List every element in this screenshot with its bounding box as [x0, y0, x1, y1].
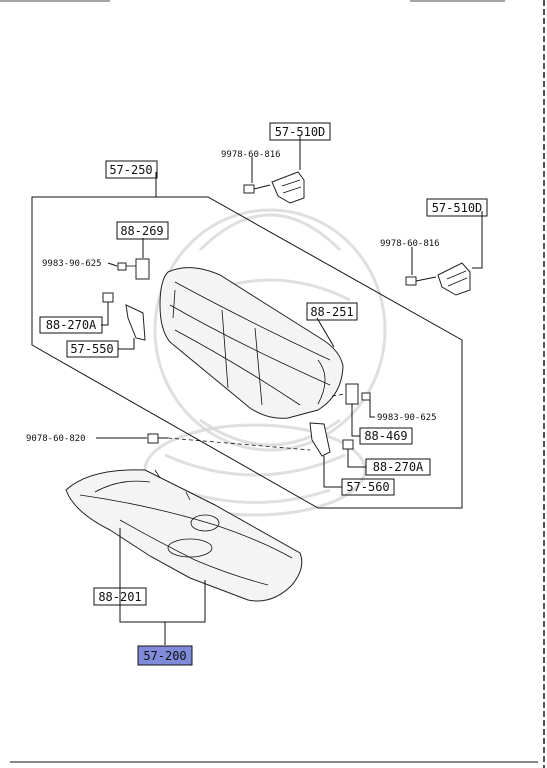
label-57-510D-right: 57-510D [426, 198, 488, 217]
label-88-270A-left: 88-270A [39, 316, 103, 334]
hinge-bracket-top [271, 171, 305, 204]
svg-text:88-201: 88-201 [98, 590, 141, 604]
label-88-269: 88-269 [116, 221, 169, 240]
svg-text:57-550: 57-550 [70, 342, 113, 356]
leader-lines [96, 136, 483, 645]
label-9978-60-816-right: 9978-60-816 [380, 239, 440, 249]
grommet-right [342, 439, 354, 450]
label-88-251: 88-251 [306, 302, 358, 321]
label-57-250: 57-250 [105, 160, 158, 179]
svg-text:88-270A: 88-270A [46, 318, 97, 332]
label-9078-60-820: 9078-60-820 [26, 434, 86, 444]
clip-88-269 [117, 258, 150, 280]
assembly-outline [31, 196, 463, 509]
bracket-57-560 [309, 422, 331, 457]
svg-text:57-510D: 57-510D [432, 201, 483, 215]
svg-text:57-200: 57-200 [143, 649, 186, 663]
svg-text:57-250: 57-250 [109, 163, 152, 177]
bolt-top [243, 184, 271, 194]
svg-text:88-269: 88-269 [120, 224, 163, 238]
svg-text:88-270A: 88-270A [373, 460, 424, 474]
seat-back-cushion [159, 267, 344, 419]
svg-text:57-510D: 57-510D [275, 125, 326, 139]
seat-cushion [65, 469, 303, 602]
label-9983-90-625-right: 9983-90-625 [377, 413, 437, 423]
label-88-270A-right: 88-270A [365, 458, 431, 476]
hinge-bracket-right [437, 262, 471, 296]
label-57-550: 57-550 [66, 340, 119, 358]
bolt-9078 [147, 433, 168, 444]
label-88-469: 88-469 [359, 427, 413, 445]
label-9983-90-625-left: 9983-90-625 [42, 259, 102, 269]
label-9978-60-816-top: 9978-60-816 [221, 150, 281, 160]
clip-88-469 [345, 383, 371, 405]
label-88-201: 88-201 [93, 587, 147, 606]
svg-text:57-560: 57-560 [346, 480, 389, 494]
label-57-560: 57-560 [341, 478, 395, 496]
label-57-510D-top: 57-510D [269, 122, 331, 141]
svg-text:88-251: 88-251 [310, 305, 353, 319]
bracket-57-550 [125, 304, 146, 341]
bolt-right [405, 276, 437, 286]
label-57-200: 57-200 [137, 645, 193, 666]
svg-text:88-469: 88-469 [364, 429, 407, 443]
